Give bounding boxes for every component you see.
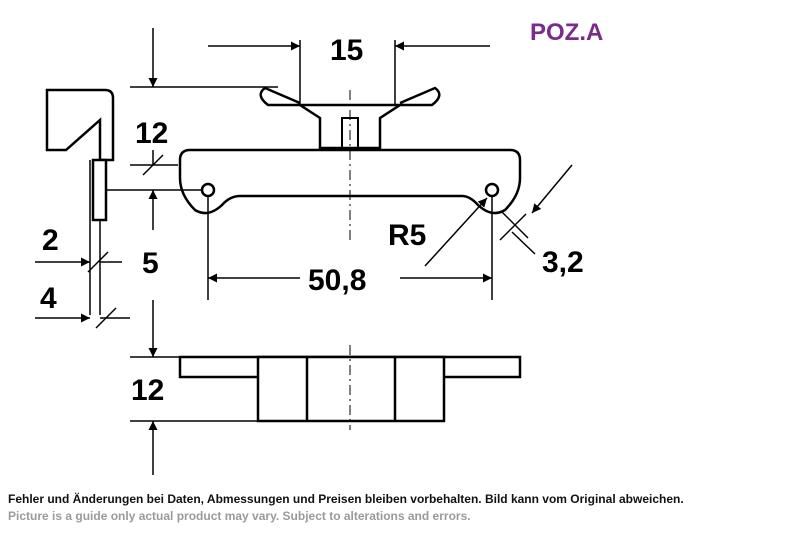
dim-radius-label: R5 [388, 219, 426, 252]
part-title: POZ.A [530, 19, 603, 46]
bottom-view [178, 345, 522, 430]
dim-hole-distance-label: 50,8 [308, 264, 366, 297]
dim-width-top-label: 15 [330, 34, 363, 67]
disclaimer-german: Fehler und Änderungen bei Daten, Abmessu… [8, 492, 684, 506]
dim-height-5-label: 5 [142, 247, 159, 280]
dimension-lines [35, 28, 573, 475]
dim-height-lower-label: 12 [131, 374, 164, 407]
dim-gap-2-label: 2 [42, 224, 59, 257]
top-view [178, 86, 522, 240]
dim-height-upper-label: 12 [135, 117, 168, 150]
dim-gap-4-label: 4 [40, 282, 57, 315]
disclaimer-english: Picture is a guide only actual product m… [8, 509, 471, 523]
side-view [45, 88, 115, 315]
dim-thickness-label: 3,2 [542, 246, 584, 279]
